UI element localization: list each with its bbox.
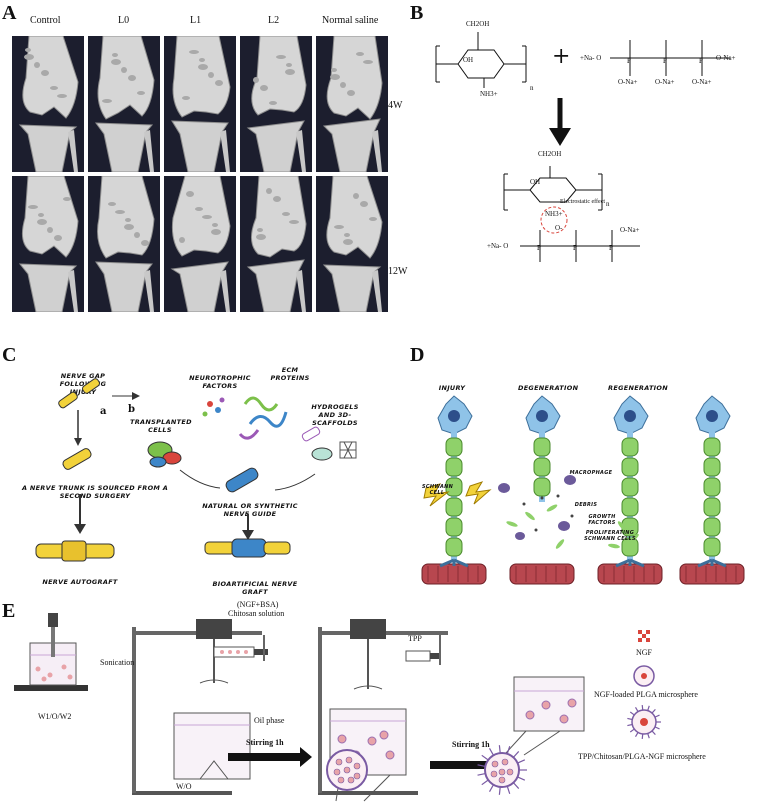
label-chitosan: Chitosan solution xyxy=(228,609,285,618)
product-sub: O-Na+ xyxy=(620,226,640,234)
tpp-structure: P P P xyxy=(610,40,730,76)
label-regeneration: Regeneration xyxy=(608,384,668,392)
legend-plga-icon xyxy=(633,665,655,687)
label-growth-factors: Growth Factors xyxy=(588,514,616,526)
tpp-sub2: O-Na+ xyxy=(655,78,675,86)
legend-ngf-label: NGF xyxy=(636,648,653,657)
ct-image xyxy=(240,176,312,312)
tpp-sub3: O-Na+ xyxy=(692,78,712,86)
ct-image xyxy=(164,176,236,312)
label-schwann-cell: Schwann Cell xyxy=(422,484,454,496)
label-proliferating: Proliferating Schwann Cells xyxy=(584,530,636,542)
col-label-normal-saline: Normal saline xyxy=(322,15,379,26)
reaction-arrow xyxy=(549,98,571,146)
panel-d-letter: D xyxy=(410,344,425,366)
svg-text:P: P xyxy=(609,244,613,252)
panel-c-illustration xyxy=(35,378,357,562)
panel-a-letter: A xyxy=(2,2,17,24)
chitosan-ch2oh: CH2OH xyxy=(466,20,490,28)
label-stirring-1: Stirring 1h xyxy=(246,738,284,747)
neuron xyxy=(421,395,487,585)
panel-c-letter: C xyxy=(2,344,17,366)
ct-image xyxy=(12,176,84,312)
row-label-12w: 12W xyxy=(388,266,408,277)
svg-text:P: P xyxy=(663,57,667,65)
col-label-l0: L0 xyxy=(118,15,130,26)
tpp-sub1: O-Na+ xyxy=(618,78,638,86)
ct-image xyxy=(240,36,312,172)
ct-image xyxy=(88,176,160,312)
row-label-4w: 4W xyxy=(388,100,403,111)
label-ecm: ECM Proteins xyxy=(270,366,310,382)
chitosan-nh3: NH3+ xyxy=(480,90,498,98)
product-n: n xyxy=(606,200,610,208)
legend-tpp-label: TPP/Chitosan/PLGA-NGF microsphere xyxy=(578,752,706,761)
tpp-na-left: +Na- O xyxy=(580,54,602,62)
panel-b-letter: B xyxy=(410,2,424,24)
product-effect: Electrostatic effect xyxy=(560,199,606,205)
label-macrophage: Macrophage xyxy=(569,470,613,476)
neuron xyxy=(679,395,745,585)
label-sourced: A nerve trunk is sourced from a second s… xyxy=(21,484,169,500)
ct-image xyxy=(12,36,84,172)
ct-image xyxy=(164,36,236,172)
label-tpp: TPP xyxy=(408,634,422,643)
label-wo: W/O xyxy=(176,782,192,791)
product-o-minus: O- xyxy=(555,224,563,232)
panel-e-letter: E xyxy=(2,600,16,622)
svg-text:P: P xyxy=(537,244,541,252)
plus-sign: + xyxy=(552,44,571,69)
product-nh3: NH3+ xyxy=(545,210,563,218)
legend-plga-label: NGF-loaded PLGA microsphere xyxy=(594,690,698,699)
plga-sphere-zoom xyxy=(326,749,368,791)
legend-ngf-icon xyxy=(638,630,650,642)
chitosan-structure xyxy=(435,32,527,88)
label-guide: Natural or Synthetic Nerve Guide xyxy=(202,502,298,518)
svg-text:P: P xyxy=(627,57,631,65)
label-degeneration: Degeneration xyxy=(518,384,579,392)
label-transplanted: Transplanted Cells xyxy=(130,418,192,434)
product-chitosan-structure xyxy=(503,166,603,234)
col-label-l1: L1 xyxy=(190,15,202,26)
nerve-gap-figure xyxy=(58,378,100,409)
chitosan-oh: OH xyxy=(463,56,474,64)
label-oil-phase: Oil phase xyxy=(254,716,285,725)
label-b: b xyxy=(128,404,135,415)
product-na-left: +Na- O xyxy=(487,242,509,250)
ct-image xyxy=(316,36,388,172)
col-label-control: Control xyxy=(30,15,61,26)
ct-image xyxy=(88,36,160,172)
label-stirring-2: Stirring 1h xyxy=(452,740,490,749)
label-w1ow2: W1/O/W2 xyxy=(38,712,72,721)
neuron-illustration xyxy=(421,395,745,585)
label-bioartificial: Bioartificial Nerve Graft xyxy=(212,580,298,596)
tpp-na-right: O-Na+ xyxy=(716,54,736,62)
ct-image xyxy=(316,176,388,312)
label-injury: Injury xyxy=(438,384,466,392)
neuron xyxy=(509,395,575,585)
chitosan-n: n xyxy=(530,84,534,92)
label-hydrogels: Hydrogels and 3D-Scaffolds xyxy=(311,403,359,427)
label-a: a xyxy=(100,406,107,417)
tpp-sphere-zoom xyxy=(477,745,527,795)
neuron xyxy=(597,395,663,585)
legend-tpp-icon xyxy=(627,705,661,739)
svg-text:P: P xyxy=(699,57,703,65)
product-ch2oh: CH2OH xyxy=(538,150,562,158)
label-autograft: Nerve Autograft xyxy=(42,578,118,586)
product-tpp-structure: P P P xyxy=(520,230,640,262)
label-debris: Debris xyxy=(574,502,598,508)
col-label-l2: L2 xyxy=(268,15,280,26)
panel-e-illustration xyxy=(14,613,585,802)
label-neurotrophic: Neurotrophic Factors xyxy=(189,374,251,390)
svg-text:P: P xyxy=(573,244,577,252)
label-sonication: Sonication xyxy=(100,658,135,667)
label-nerve-gap: Nerve Gap Following Injury xyxy=(59,372,107,396)
product-oh: OH xyxy=(530,178,541,186)
label-ngf-bsa: (NGF+BSA) xyxy=(237,600,279,609)
